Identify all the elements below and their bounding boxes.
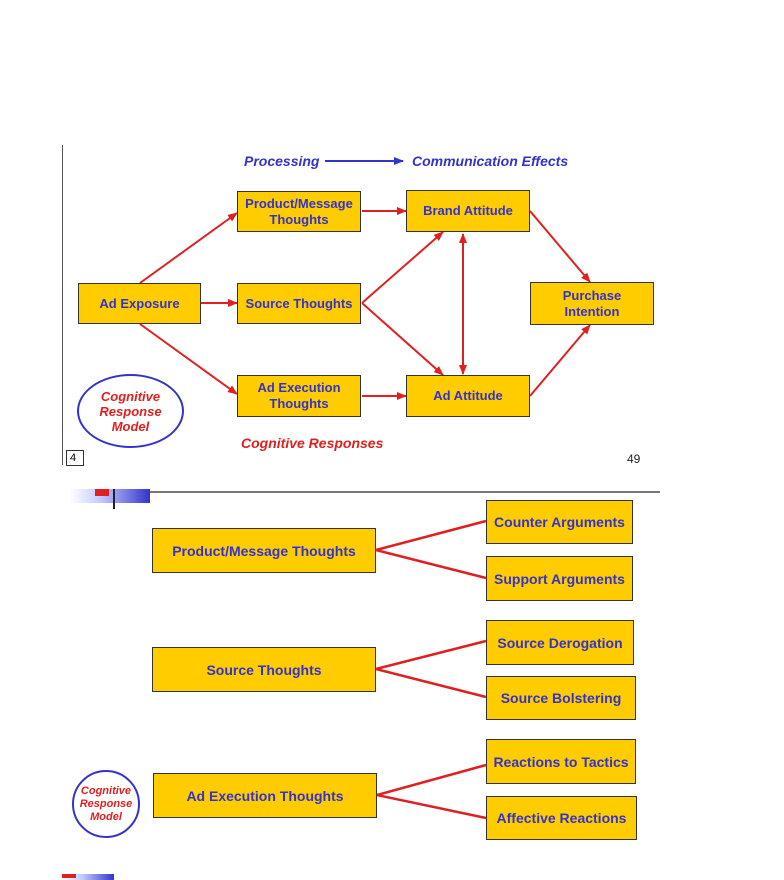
node-label: Source Thoughts bbox=[245, 295, 353, 311]
target-reactions-to-tactics: Reactions to Tactics bbox=[486, 739, 636, 784]
target-label: Support Arguments bbox=[494, 570, 625, 587]
target-support-arguments: Support Arguments bbox=[486, 556, 633, 601]
slide-decoration-tick bbox=[113, 489, 115, 509]
processing-label: Processing bbox=[244, 153, 320, 169]
source-product-message-thoughts: Product/Message Thoughts bbox=[152, 528, 376, 573]
node-brand-attitude: Brand Attitude bbox=[406, 190, 530, 232]
source-source-thoughts: Source Thoughts bbox=[152, 647, 376, 692]
target-source-derogation: Source Derogation bbox=[486, 620, 634, 665]
model-label: Cognitive Response Model bbox=[79, 784, 133, 823]
page-number-left-text: 4 bbox=[70, 452, 77, 464]
node-product-message-thoughts: Product/Message Thoughts bbox=[237, 191, 361, 232]
cognitive-responses-label: Cognitive Responses bbox=[241, 435, 384, 451]
slide-decoration-accent bbox=[95, 489, 109, 496]
model-label: Cognitive Response Model bbox=[99, 388, 162, 434]
slide-left-border bbox=[62, 145, 63, 465]
target-label: Source Derogation bbox=[497, 634, 623, 651]
slide-decoration-bar bbox=[70, 489, 150, 503]
node-label: Ad Attitude bbox=[433, 388, 503, 403]
target-label: Source Bolstering bbox=[500, 690, 622, 706]
target-label: Reactions to Tactics bbox=[493, 753, 629, 770]
node-label: Product/Message Thoughts bbox=[245, 195, 353, 227]
target-counter-arguments: Counter Arguments bbox=[486, 500, 633, 544]
node-label: Brand Attitude bbox=[423, 203, 513, 218]
model-ellipse-bottom: Cognitive Response Model bbox=[72, 770, 140, 838]
communication-effects-label: Communication Effects bbox=[412, 153, 569, 169]
page-number-right: 49 bbox=[627, 452, 641, 466]
node-label: Ad Exposure bbox=[99, 295, 180, 311]
target-label: Affective Reactions bbox=[496, 810, 627, 826]
node-ad-attitude: Ad Attitude bbox=[406, 375, 530, 417]
node-label: Ad Execution Thoughts bbox=[257, 380, 341, 411]
node-source-thoughts: Source Thoughts bbox=[237, 283, 361, 324]
node-ad-execution-thoughts: Ad Execution Thoughts bbox=[237, 375, 361, 417]
target-label: Counter Arguments bbox=[494, 514, 625, 530]
bottom-decoration-accent bbox=[62, 874, 76, 878]
source-label: Product/Message Thoughts bbox=[172, 542, 356, 559]
source-label: Ad Execution Thoughts bbox=[186, 787, 344, 804]
target-affective-reactions: Affective Reactions bbox=[486, 796, 637, 840]
source-label: Source Thoughts bbox=[206, 661, 322, 678]
model-ellipse-top: Cognitive Response Model bbox=[77, 374, 184, 448]
page-number-left: 4 bbox=[66, 450, 84, 466]
node-ad-exposure: Ad Exposure bbox=[78, 283, 201, 324]
source-ad-execution-thoughts: Ad Execution Thoughts bbox=[153, 773, 377, 818]
bottom-decoration-bar bbox=[62, 874, 114, 880]
node-label: Purchase Intention bbox=[562, 287, 622, 319]
node-purchase-intention: Purchase Intention bbox=[530, 282, 654, 325]
target-source-bolstering: Source Bolstering bbox=[486, 676, 636, 720]
